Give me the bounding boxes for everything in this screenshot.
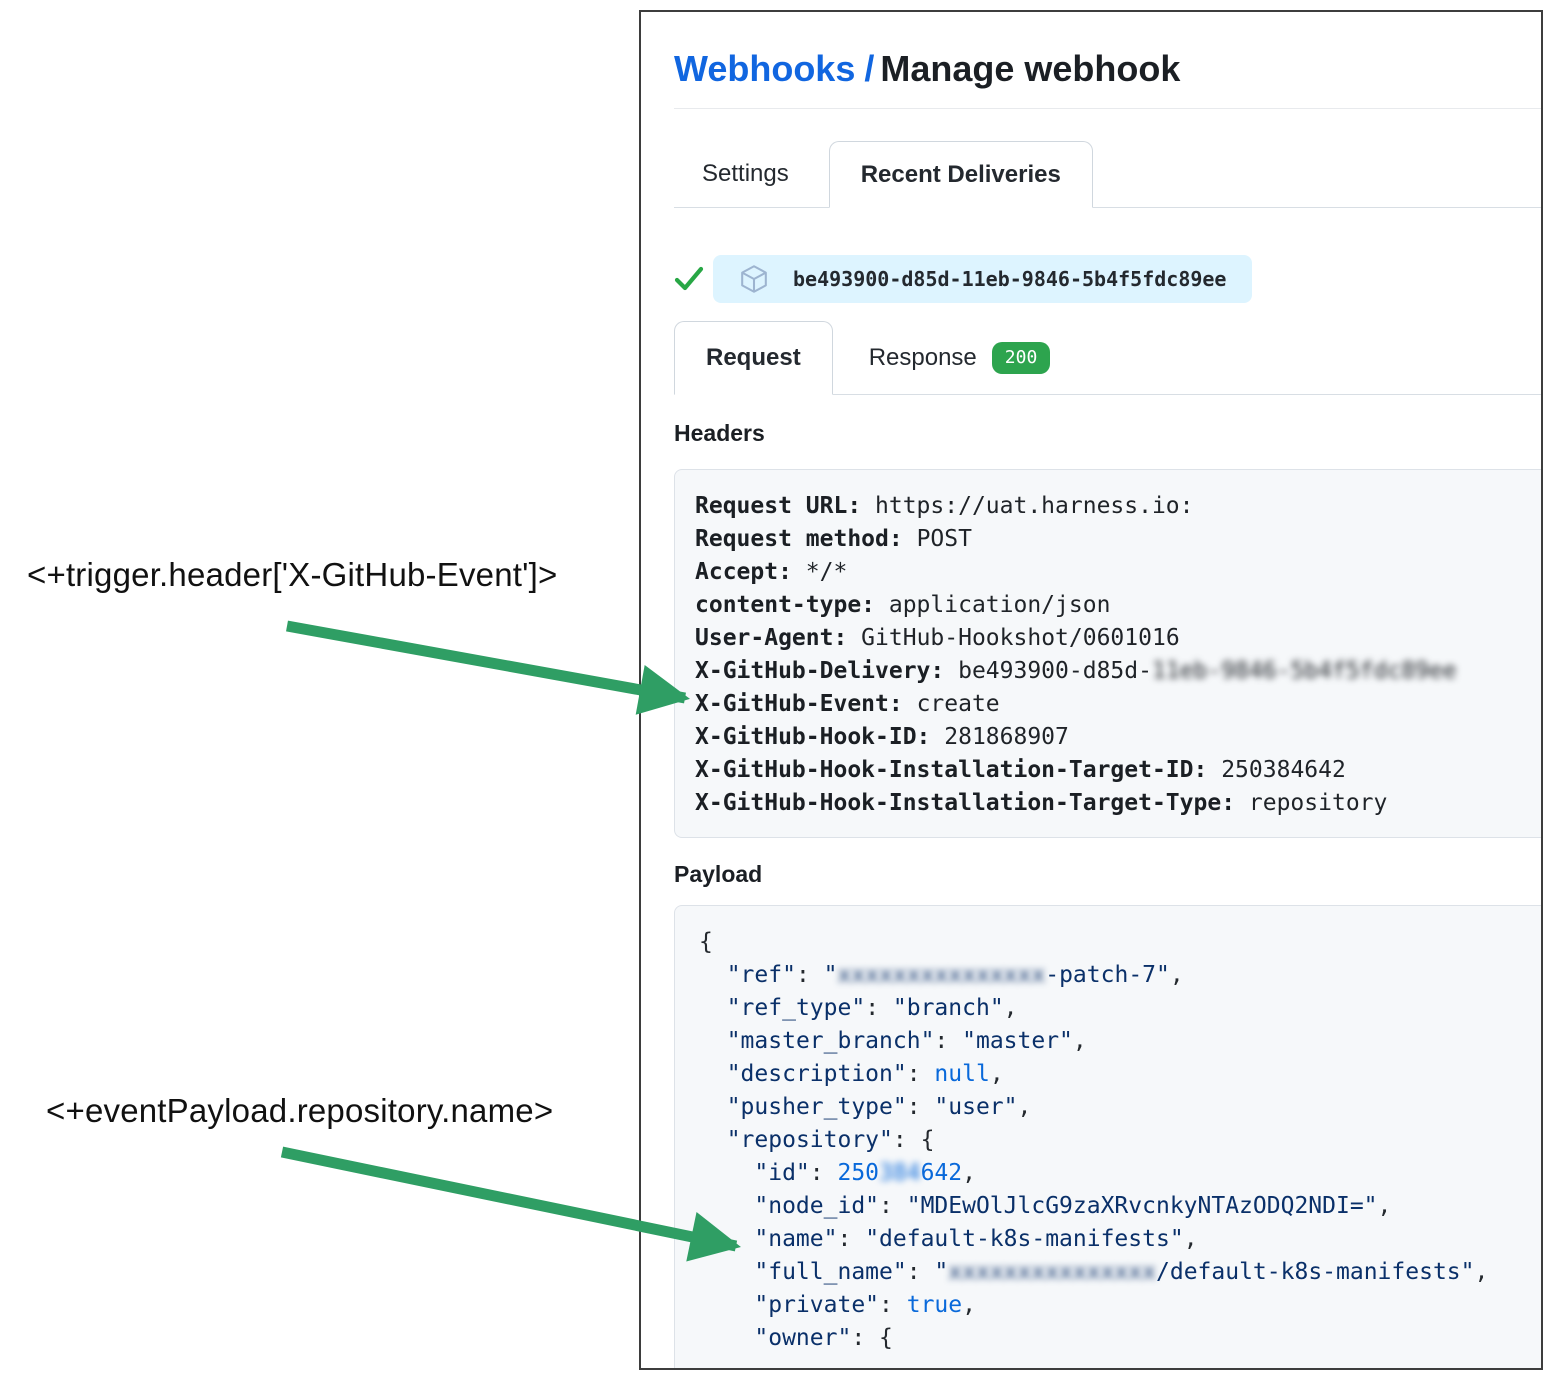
payload-line: { xyxy=(699,929,713,955)
annotation-trigger-header-expression: <+trigger.header['X-GitHub-Event']> xyxy=(27,556,558,593)
payload-line: "node_id": "MDEwOlJlcG9zaXRvcnkyNTAzODQ2… xyxy=(754,1193,1392,1219)
page-title-current: Manage webhook xyxy=(880,48,1181,89)
breadcrumb-webhooks-link[interactable]: Webhooks/ xyxy=(674,48,875,89)
payload-line: "id": 250384642, xyxy=(754,1160,976,1186)
payload-line: "name": "default-k8s-manifests", xyxy=(754,1226,1198,1252)
header-line: User-Agent: GitHub-Hookshot/0601016 xyxy=(695,625,1180,651)
package-icon xyxy=(741,265,767,293)
payload-line: "master_branch": "master", xyxy=(726,1028,1087,1054)
header-line: Request method: POST xyxy=(695,526,972,552)
header-line: content-type: application/json xyxy=(695,592,1111,618)
webhook-panel: Webhooks/Manage webhook Settings Recent … xyxy=(639,10,1543,1370)
headers-section-title: Headers xyxy=(674,420,765,446)
header-line: X-GitHub-Hook-ID: 281868907 xyxy=(695,724,1069,750)
payload-section-title: Payload xyxy=(674,861,763,887)
payload-line: "description": null, xyxy=(726,1061,1004,1087)
payload-line: "pusher_type": "user", xyxy=(726,1094,1032,1120)
payload-line: "ref": "xxxxxxxxxxxxxxx-patch-7", xyxy=(726,962,1184,988)
tab-response-label: Response xyxy=(868,343,977,371)
tab-settings[interactable]: Settings xyxy=(702,160,789,187)
tab-response[interactable]: Response 200 xyxy=(833,321,1051,394)
payload-line: "repository": { xyxy=(726,1127,935,1153)
main-tabs: Settings Recent Deliveries xyxy=(674,141,1541,208)
header-line: X-GitHub-Hook-Installation-Target-Type: … xyxy=(695,790,1388,816)
payload-line: "private": true, xyxy=(754,1292,976,1318)
page-title: Webhooks/Manage webhook xyxy=(674,45,1541,93)
annotation-event-payload-expression: <+eventPayload.repository.name> xyxy=(46,1092,554,1129)
response-status-badge: 200 xyxy=(991,341,1051,374)
title-divider xyxy=(674,108,1541,109)
header-line: X-GitHub-Hook-Installation-Target-ID: 25… xyxy=(695,757,1346,783)
payload-line: "ref_type": "branch", xyxy=(726,995,1018,1021)
header-line: X-GitHub-Event: create xyxy=(695,691,1000,717)
payload-box: { "ref": "xxxxxxxxxxxxxxx-patch-7", "ref… xyxy=(674,905,1541,1368)
delivery-row: be493900-d85d-11eb-9846-5b4f5fdc89ee xyxy=(674,255,1541,303)
headers-box: Request URL: https://uat.harness.io: Requ… xyxy=(674,469,1541,838)
header-line: Request URL: https://uat.harness.io: xyxy=(695,493,1194,519)
header-line: X-GitHub-Delivery: be493900-d85d-11eb-98… xyxy=(695,658,1457,684)
tab-request[interactable]: Request xyxy=(674,321,833,395)
check-icon xyxy=(674,266,704,291)
header-line: Accept: */* xyxy=(695,559,848,585)
payload-line: "full_name": "xxxxxxxxxxxxxxx/default-k8… xyxy=(754,1259,1489,1285)
request-response-tabs: Request Response 200 xyxy=(674,321,1541,395)
payload-line: "owner": { xyxy=(754,1325,893,1351)
delivery-pill[interactable]: be493900-d85d-11eb-9846-5b4f5fdc89ee xyxy=(713,255,1253,303)
delivery-guid: be493900-d85d-11eb-9846-5b4f5fdc89ee xyxy=(793,267,1227,291)
tab-recent-deliveries[interactable]: Recent Deliveries xyxy=(828,141,1093,208)
